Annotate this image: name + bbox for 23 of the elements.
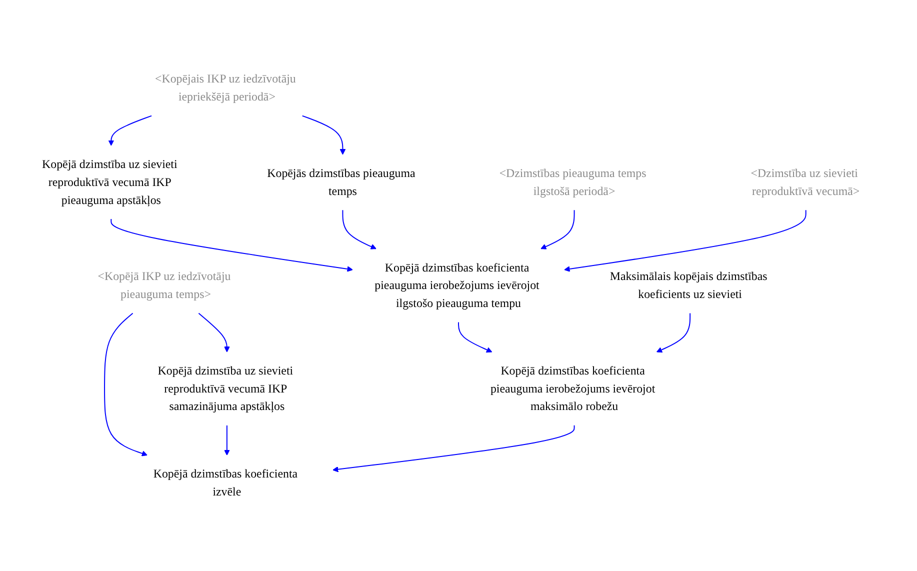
arrow: [104, 312, 148, 456]
arrow: [458, 322, 492, 353]
node-text: Kopējā dzimstība uz sievieti reproduktīvā vecumā IKP pieauguma apstākļos: [42, 157, 178, 206]
node-text: Kopējās dzimstības pieauguma temps: [267, 166, 416, 198]
arrow: [108, 115, 152, 146]
node-text: Maksimālais kopējais dzimstības koeficients uz sievieti: [610, 270, 768, 301]
arrow: [302, 115, 346, 155]
node-text: <Dzimstības pieauguma temps ilgstošā periodā>: [499, 166, 646, 198]
node-text: Kopējā dzimstības koeficienta pieauguma ierobežojums ievērojot maksimālo robežu: [490, 364, 656, 413]
node-text: <Kopējais IKP uz iedzīvotāju iepriekšējā periodā>: [155, 72, 296, 104]
node-text: Kopējā dzimstība uz sievieti reproduktīvā vecumā IKP samazinājuma apstākļos: [158, 364, 294, 413]
arrow: [564, 210, 806, 272]
arrow: [224, 424, 230, 456]
arrow: [342, 210, 376, 250]
node-text: Kopējā dzimstības koeficienta izvēle: [153, 467, 298, 498]
arrow: [110, 218, 353, 272]
arrow: [656, 312, 691, 353]
arrow: [540, 210, 575, 250]
node-text: <Dzimstība uz sievieti reproduktīvā vecumā>: [750, 166, 860, 198]
node-text: <Kopējā IKP uz iedzīvotāju pieauguma temps>: [98, 270, 231, 301]
arrow: [198, 312, 230, 352]
arrow: [332, 424, 575, 472]
node-text: Kopējā dzimstības koeficienta pieauguma ierobežojums ievērojot ilgstošo pieauguma tempu: [374, 260, 540, 310]
